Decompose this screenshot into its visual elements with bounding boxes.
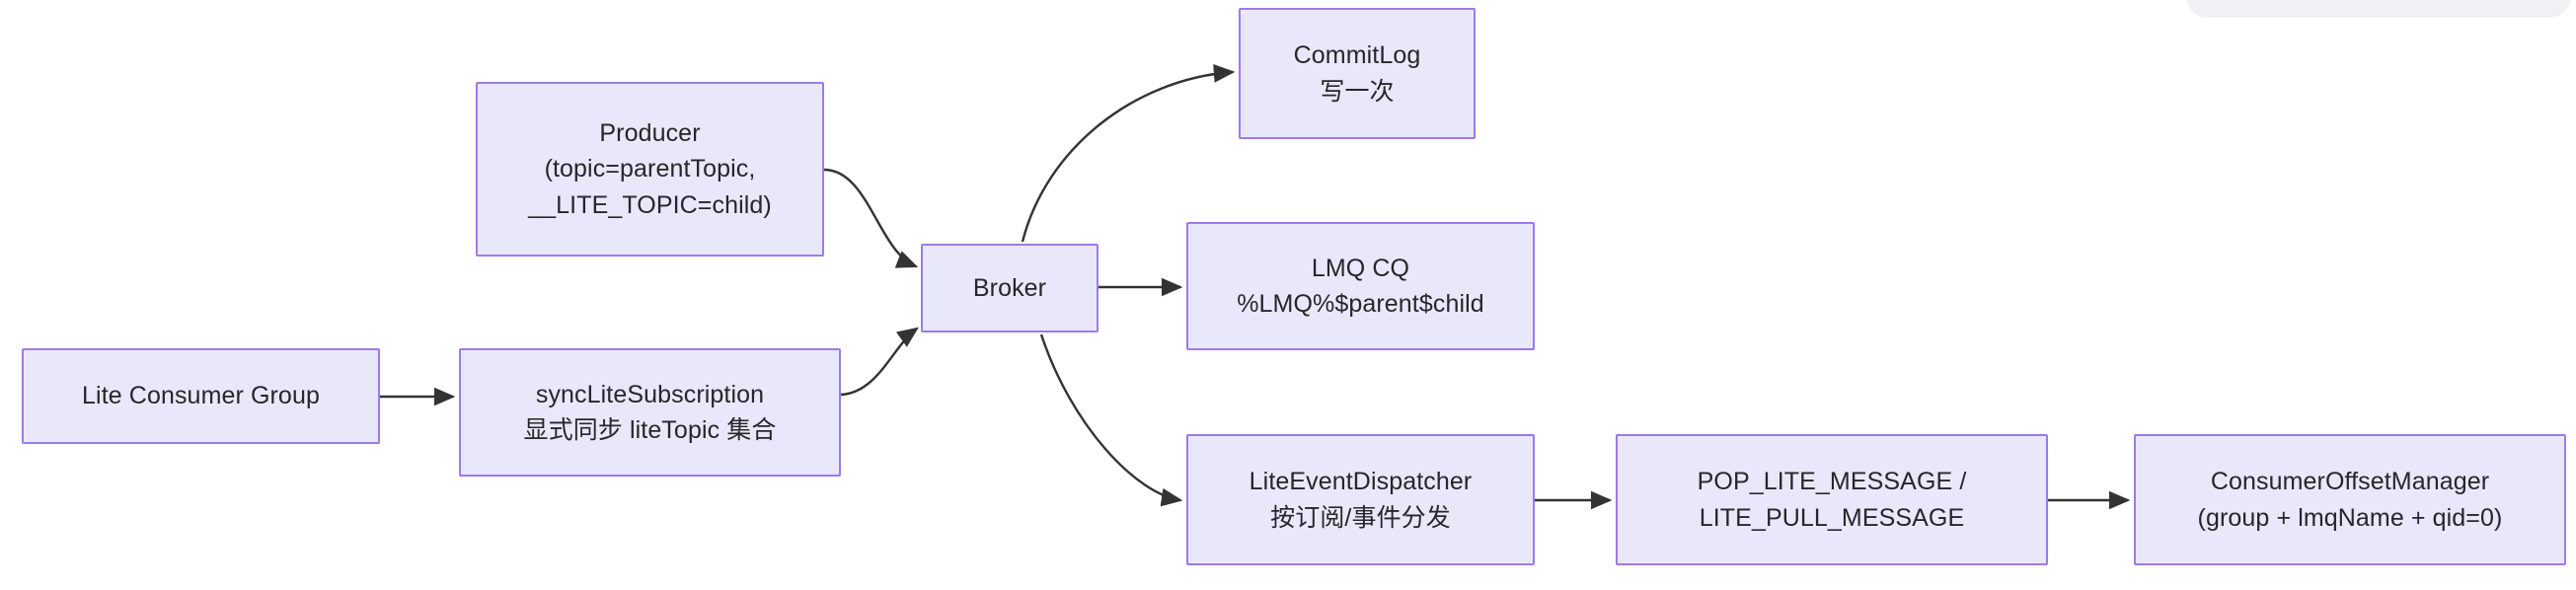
node-consumer-offset-manager-line-1: ConsumerOffsetManager bbox=[2210, 468, 2490, 495]
node-lite-message-request[interactable]: POP_LITE_MESSAGE / LITE_PULL_MESSAGE bbox=[1616, 434, 2048, 565]
node-lite-event-dispatcher[interactable]: LiteEventDispatcher 按订阅/事件分发 bbox=[1186, 434, 1535, 565]
node-sync-lite-subscription-line-1: syncLiteSubscription bbox=[535, 380, 765, 408]
node-lmq-cq[interactable]: LMQ CQ %LMQ%$parent$child bbox=[1186, 222, 1535, 350]
node-producer-line-1: Producer bbox=[599, 118, 701, 147]
node-lmq-cq-line-1: LMQ CQ bbox=[1311, 254, 1410, 282]
node-broker[interactable]: Broker bbox=[921, 244, 1099, 332]
node-lite-message-request-line-2: LITE_PULL_MESSAGE bbox=[1699, 503, 1965, 532]
edge-sync-to-broker bbox=[840, 327, 919, 397]
node-commitlog[interactable]: CommitLog 写一次 bbox=[1239, 8, 1476, 139]
node-lite-consumer-group-line-1: Lite Consumer Group bbox=[82, 382, 320, 410]
top-right-panel bbox=[2186, 0, 2571, 18]
node-producer[interactable]: Producer (topic=parentTopic, __LITE_TOPI… bbox=[476, 82, 824, 257]
edge-broker-to-lite-event-dispatcher bbox=[1039, 333, 1183, 507]
node-sync-lite-subscription[interactable]: syncLiteSubscription 显式同步 liteTopic 集合 bbox=[459, 348, 841, 477]
node-broker-line-1: Broker bbox=[972, 273, 1047, 302]
node-commitlog-line-1: CommitLog bbox=[1293, 41, 1421, 69]
node-producer-line-3: __LITE_TOPIC=child) bbox=[528, 190, 772, 219]
edge-producer-to-broker bbox=[823, 168, 919, 268]
edge-broker-to-commitlog bbox=[1021, 64, 1236, 243]
node-sync-lite-subscription-line-2: 显式同步 liteTopic 集合 bbox=[523, 416, 777, 444]
node-producer-line-2: (topic=parentTopic, bbox=[544, 155, 756, 184]
node-consumer-offset-manager[interactable]: ConsumerOffsetManager (group + lmqName +… bbox=[2134, 434, 2566, 565]
node-lite-event-dispatcher-line-1: LiteEventDispatcher bbox=[1249, 468, 1473, 495]
node-lite-consumer-group[interactable]: Lite Consumer Group bbox=[22, 348, 380, 444]
node-consumer-offset-manager-line-2: (group + lmqName + qid=0) bbox=[2197, 503, 2503, 532]
node-lite-message-request-line-1: POP_LITE_MESSAGE / bbox=[1697, 468, 1967, 495]
node-lite-event-dispatcher-line-2: 按订阅/事件分发 bbox=[1270, 503, 1451, 532]
node-lmq-cq-line-2: %LMQ%$parent$child bbox=[1237, 290, 1484, 318]
node-commitlog-line-2: 写一次 bbox=[1320, 77, 1395, 106]
